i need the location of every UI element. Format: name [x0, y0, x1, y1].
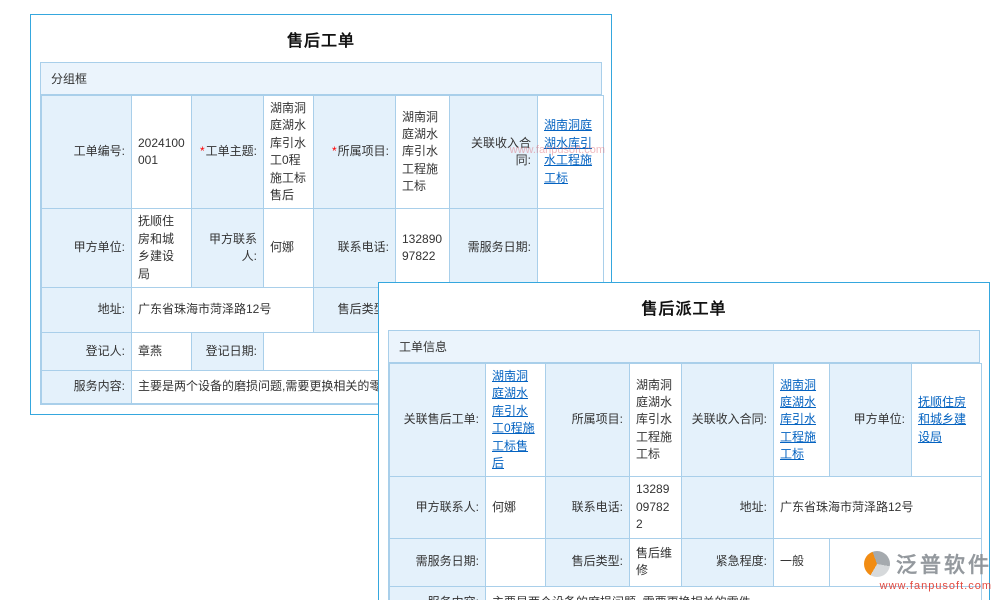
order-form-group-label: 分组框 — [41, 63, 601, 95]
party-a-value: 抚顺住房和城乡建设局 — [911, 362, 982, 478]
party-contact-label: 甲方联系人: — [389, 476, 486, 539]
fanpu-logo-icon — [864, 551, 890, 577]
service-type-label: 售后类型: — [545, 537, 630, 587]
order-form-table: 工单编号: 2024100001 *工单主题: 湖南洞庭湖水库引水工0程施工标售… — [41, 94, 604, 404]
income-contract-link[interactable]: 湖南洞庭湖水库引水工程施工标 — [544, 118, 593, 185]
income-contract-value: 湖南洞庭湖水库引水工程施工标 — [537, 94, 604, 210]
dispatch-form-table: 关联售后工单: 湖南洞庭湖水库引水工0程施工标售后 所属项目: 湖南洞庭湖水库引… — [389, 362, 982, 600]
subject-label-text: 工单主题: — [205, 144, 257, 159]
required-asterisk: * — [331, 144, 337, 159]
income-contract-label: 关联收入合同: — [449, 94, 538, 210]
order-no-value: 2024100001 — [131, 94, 192, 210]
address-label: 地址: — [41, 286, 132, 333]
phone-value: 13289097822 — [629, 476, 682, 539]
phone-label: 联系电话: — [313, 208, 396, 288]
order-no-label: 工单编号: — [41, 94, 132, 210]
related-order-link[interactable]: 湖南洞庭湖水库引水工0程施工标售后 — [492, 369, 535, 470]
income-contract-label: 关联收入合同: — [681, 362, 774, 478]
register-date-label: 登记日期: — [191, 331, 264, 371]
order-form-title: 售后工单 — [286, 33, 355, 50]
service-content-label: 服务内容: — [41, 369, 132, 404]
empty-cell — [829, 537, 982, 587]
service-type-value: 售后维修 — [629, 537, 682, 587]
table-row: 甲方联系人: 何娜 联系电话: 13289097822 地址: 广东省珠海市菏泽… — [389, 476, 982, 539]
subject-value: 湖南洞庭湖水库引水工0程施工标售后 — [263, 94, 314, 210]
vendor-name: 泛普软件 — [896, 554, 992, 577]
registrant-label: 登记人: — [41, 331, 132, 371]
vendor-url: www.fanpusoft.com — [879, 580, 992, 592]
table-row: 工单编号: 2024100001 *工单主题: 湖南洞庭湖水库引水工0程施工标售… — [41, 94, 604, 210]
dispatch-form-title: 售后派工单 — [641, 301, 727, 318]
dispatch-form-groupbox: 工单信息 关联售后工单: 湖南洞庭湖水库引水工0程施工标售后 所属项目: 湖南洞… — [388, 330, 982, 600]
project-value: 湖南洞庭湖水库引水工程施工标 — [395, 94, 450, 210]
order-form-groupbox: 分组框 工单编号: 2024100001 *工单主题: 湖南洞庭湖水库引水工0程… — [40, 62, 604, 405]
party-a-label: 甲方单位: — [829, 362, 912, 478]
party-a-link[interactable]: 抚顺住房和城乡建设局 — [918, 395, 967, 444]
service-content-label: 服务内容: — [389, 585, 486, 600]
address-label: 地址: — [681, 476, 774, 539]
service-content-value: 主要是两个设备的磨损问题, 需要更换相关的零件 — [485, 585, 982, 600]
related-order-label: 关联售后工单: — [389, 362, 486, 478]
party-contact-value: 何娜 — [485, 476, 546, 539]
dispatch-form-window: 售后派工单 工单信息 关联售后工单: 湖南洞庭湖水库引水工0程施工标售后 所属项… — [378, 282, 990, 600]
address-value: 广东省珠海市菏泽路12号 — [773, 476, 982, 539]
table-row: 甲方单位: 抚顺住房和城乡建设局 甲方联系人: 何娜 联系电话: 1328909… — [41, 208, 604, 288]
phone-value: 13289097822 — [395, 208, 450, 288]
party-a-value: 抚顺住房和城乡建设局 — [131, 208, 192, 288]
table-row: 需服务日期: 售后类型: 售后维修 紧急程度: 一般 — [389, 537, 982, 587]
order-form-window: 售后工单 分组框 工单编号: 2024100001 *工单主题: 湖南洞庭湖水库… — [30, 14, 612, 415]
registrant-value: 章燕 — [131, 331, 192, 371]
income-contract-value: 湖南洞庭湖水库引水工程施工标 — [773, 362, 830, 478]
table-row: 关联售后工单: 湖南洞庭湖水库引水工0程施工标售后 所属项目: 湖南洞庭湖水库引… — [389, 362, 982, 478]
project-label: *所属项目: — [313, 94, 396, 210]
urgency-value: 一般 — [773, 537, 830, 587]
subject-label: *工单主题: — [191, 94, 264, 210]
phone-label: 联系电话: — [545, 476, 630, 539]
income-contract-link[interactable]: 湖南洞庭湖水库引水工程施工标 — [780, 377, 817, 462]
urgency-label: 紧急程度: — [681, 537, 774, 587]
address-value: 广东省珠海市菏泽路12号 — [131, 286, 314, 333]
required-asterisk: * — [199, 144, 205, 159]
party-contact-value: 何娜 — [263, 208, 314, 288]
table-row: 服务内容: 主要是两个设备的磨损问题, 需要更换相关的零件 — [389, 585, 982, 600]
dispatch-form-group-label: 工单信息 — [389, 331, 979, 363]
party-a-label: 甲方单位: — [41, 208, 132, 288]
service-date-value — [537, 208, 604, 288]
service-date-label: 需服务日期: — [389, 537, 486, 587]
project-label-text: 所属项目: — [337, 144, 389, 159]
service-date-value — [485, 537, 546, 587]
related-order-value: 湖南洞庭湖水库引水工0程施工标售后 — [485, 362, 546, 478]
project-value: 湖南洞庭湖水库引水工程施工标 — [629, 362, 682, 478]
service-date-label: 需服务日期: — [449, 208, 538, 288]
project-label: 所属项目: — [545, 362, 630, 478]
party-contact-label: 甲方联系人: — [191, 208, 264, 288]
vendor-watermark: 泛普软件 www.fanpusoft.com — [864, 549, 992, 592]
